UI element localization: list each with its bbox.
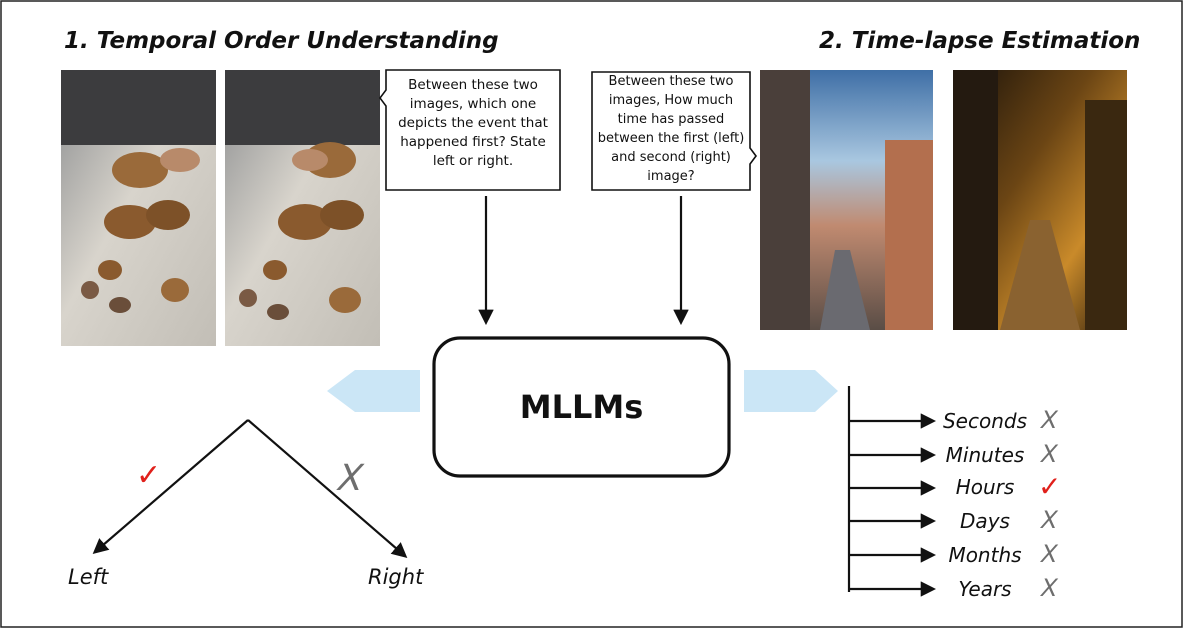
question-bubble-lapse [591,71,757,191]
check-mark-hours: ✓ [1038,470,1062,503]
lapse-option-days: Days [960,509,1010,533]
question-order-line: left or right. [432,153,514,169]
answer-label-left: Left [68,565,109,589]
question-lapse-line: and second (right) [611,150,731,165]
question-lapse-line: image? [647,169,695,184]
output-arrow-left [327,370,420,412]
title-temporal-order: 1. Temporal Order Understanding [64,28,499,54]
question-lapse-line: images, How much [608,93,734,108]
model-label: MLLMs [519,388,644,426]
branch-arrow-right [247,419,408,559]
question-order-line: images, which one [409,96,537,112]
question-lapse-line: between the first (left) [597,131,745,146]
check-mark-left: ✓ [136,458,162,493]
street-photo-night [953,70,1127,330]
question-lapse-line: Between these two [608,74,734,89]
model-box [432,336,731,478]
title-time-lapse: 2. Time-lapse Estimation [819,28,1141,54]
question-lapse-line: time has passed [617,112,725,127]
question-bubble-order [379,69,561,191]
cookie-photo-first [61,70,216,346]
lapse-option-minutes: Minutes [945,443,1025,467]
answer-label-right: Right [368,565,424,589]
question-order-line: happened first? State [400,134,546,150]
cookie-photo-second [225,70,380,346]
branch-arrow-left [92,419,249,555]
lapse-option-hours: Hours [955,475,1015,499]
question-order-line: depicts the event that [398,115,548,131]
street-photo-day [760,70,933,330]
lapse-option-months: Months [948,543,1022,567]
lapse-option-tree [847,386,937,597]
lapse-option-years: Years [958,577,1012,601]
question-text-lapse: Between these two images, How much time … [593,72,749,186]
output-arrow-right [744,370,838,412]
lapse-option-seconds: Seconds [942,409,1028,433]
question-text-order: Between these two images, which one depi… [388,76,558,171]
question-order-line: Between these two [408,77,538,93]
